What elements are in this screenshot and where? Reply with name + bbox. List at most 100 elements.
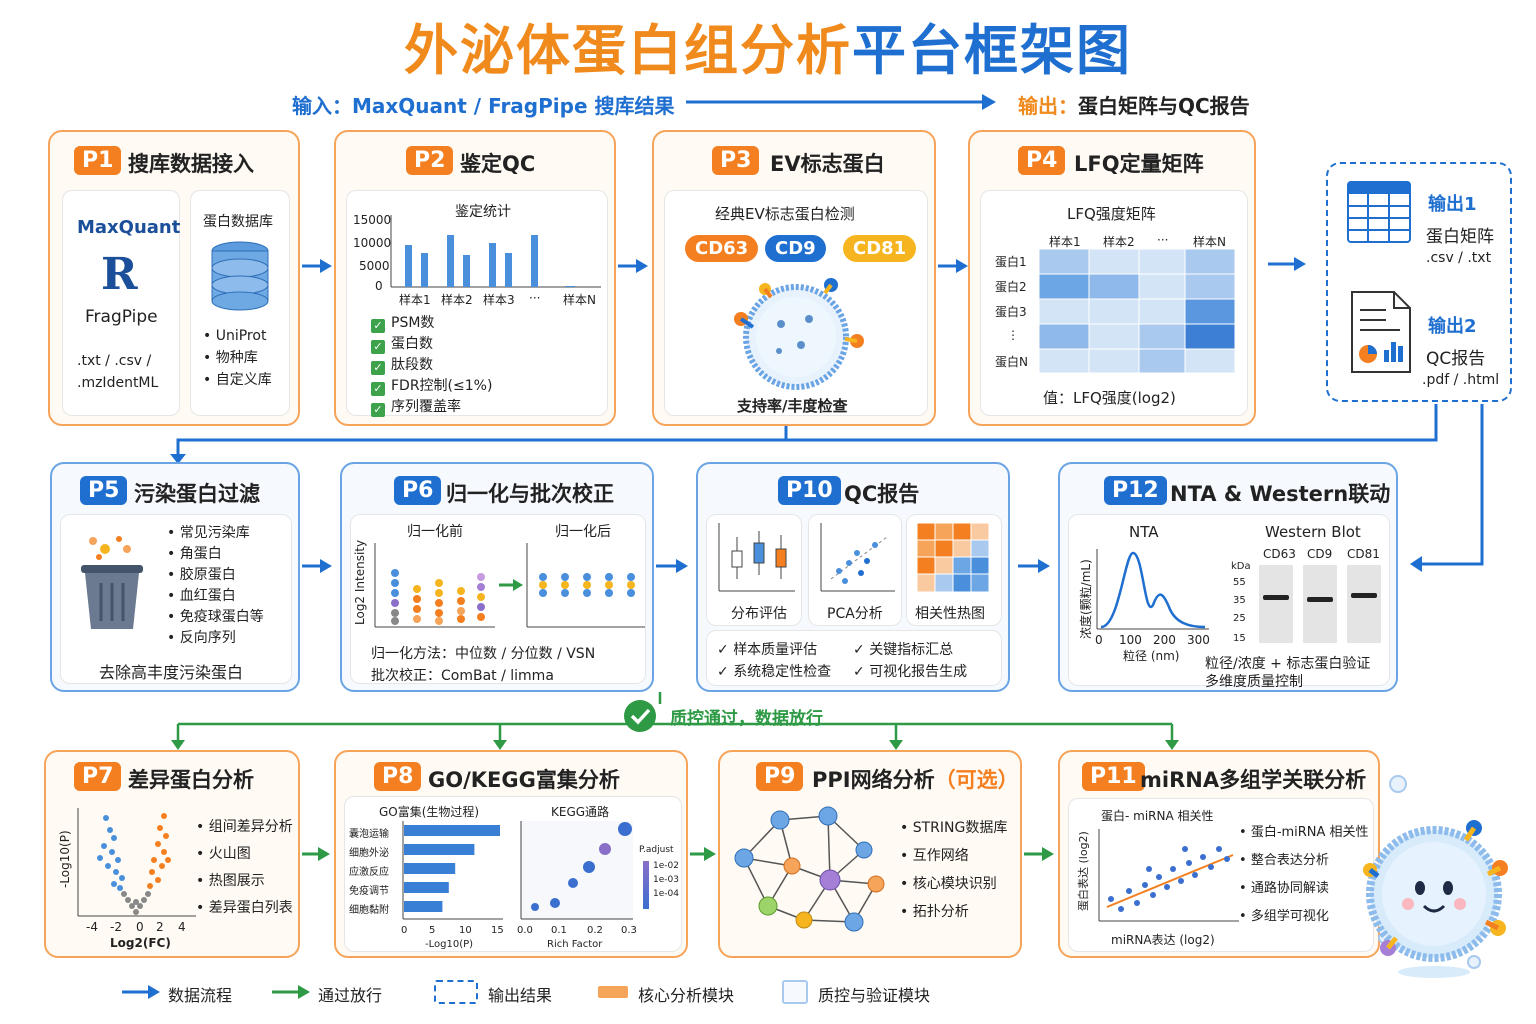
list-item: • 免疫球蛋白等 xyxy=(167,609,264,625)
check-icon: ✓ xyxy=(717,642,734,658)
p11-list: • 蛋白-miRNA 相关性 • 整合表达分析 • 通路协同解读 • 多组学可视… xyxy=(1239,819,1369,931)
p9-list: • STRING数据库 • 互作网络 • 核心模块识别 • 拓扑分析 xyxy=(900,814,1007,926)
kda-tick: 35 xyxy=(1233,595,1246,606)
plot-label: 分布评估 xyxy=(731,606,787,622)
check-item: ✓PSM数 xyxy=(371,313,492,334)
card-p3: P3 EV标志蛋白 经典EV标志蛋白检测 CD63 CD9 CD81 支持率/丰… xyxy=(652,130,936,426)
list-item: • 互作网络 xyxy=(900,848,969,864)
go-term: 应激反应 xyxy=(349,867,389,878)
kda-tick: 15 xyxy=(1233,633,1246,644)
p10-heatmap-panel: 相关性热图 xyxy=(906,514,1002,626)
padj-label: P.adjust xyxy=(639,845,674,855)
p10-box-plot-panel: 分布评估 xyxy=(706,514,802,626)
p5-footer: 去除高丰度污染蛋白 xyxy=(99,663,244,682)
flow-arrow xyxy=(302,259,332,273)
kegg-dot xyxy=(531,903,539,911)
legend-core-swatch xyxy=(598,986,628,998)
go-bar xyxy=(404,825,500,836)
wb-label: Western Blot xyxy=(1265,523,1361,541)
p6-method: 归一化方法：中位数 / 分位数 / VSN xyxy=(371,646,596,662)
trash-bin-icon xyxy=(81,536,143,629)
legend-data-flow: 数据流程 xyxy=(168,986,233,1005)
volcano-xtick: 0 xyxy=(136,920,144,934)
kegg-dot xyxy=(599,843,611,855)
after-dots xyxy=(539,573,635,597)
western-blot-lanes xyxy=(1259,565,1381,643)
database-icon xyxy=(211,241,269,311)
list-item: • 血红蛋白 xyxy=(167,588,236,604)
badge-p10: P10 xyxy=(778,476,841,505)
check-item: ✓ 可视化报告生成 xyxy=(853,664,968,680)
check-item: ✓ 关键指标汇总 xyxy=(853,642,954,658)
p11-panel: 蛋白- miRNA 相关性 蛋白表达 (log2) miRNA表达 (log2)… xyxy=(1068,798,1374,952)
volcano-xtick: -2 xyxy=(110,920,122,934)
p8-panel: GO富集(生物过程) KEGG通路 囊泡运输 细胞外泌 应激反应 免疫调节 细胞… xyxy=(344,796,682,952)
bar xyxy=(405,245,412,287)
p1-db-panel: 蛋白数据库 • UniProt • 物种库 • 自定义库 xyxy=(190,190,290,416)
p6-panel: 归一化前 归一化后 Log2 Intensity 归一化方法：中位数 / 分位 xyxy=(350,514,646,684)
badge-p12: P12 xyxy=(1104,476,1167,505)
io-arrow xyxy=(686,94,996,110)
p6-before-label: 归一化前 xyxy=(407,524,463,540)
p10-title: QC报告 xyxy=(844,482,920,506)
flow-arrow xyxy=(690,847,716,861)
badge-p9: P9 xyxy=(756,762,804,791)
check-icon: ✓ xyxy=(371,340,385,354)
p6-title: 归一化与批次校正 xyxy=(446,482,614,506)
list-item: • 蛋白-miRNA 相关性 xyxy=(1239,825,1369,840)
wb-col: CD81 xyxy=(1347,547,1380,561)
p4-col: 样本N xyxy=(1193,235,1226,249)
card-p8: P8 GO/KEGG富集分析 GO富集(生物过程) KEGG通路 囊泡运输 细胞… xyxy=(334,750,688,958)
volcano-ylabel: -Log10(P) xyxy=(58,830,72,888)
p2-ytick: 15000 xyxy=(353,213,392,227)
p2-ytick: 5000 xyxy=(359,259,390,273)
flow-arrow xyxy=(938,259,968,273)
kegg-xtick: 0.3 xyxy=(621,925,637,936)
marker-cd9: CD9 xyxy=(765,235,826,262)
list-item: • 反向序列 xyxy=(167,630,236,646)
go-xtick: 15 xyxy=(491,925,504,936)
ppi-node xyxy=(734,848,754,868)
list-item: • 常见污染库 xyxy=(167,525,250,541)
p3-panel: 经典EV标志蛋白检测 CD63 CD9 CD81 支持率/丰度检查 xyxy=(664,190,928,416)
kda-tick: 55 xyxy=(1233,577,1246,588)
db-item: • UniProt xyxy=(203,328,267,344)
kegg-dot xyxy=(583,861,595,873)
badge-p4: P4 xyxy=(1018,146,1066,175)
p10-checks-panel: ✓ 样本质量评估 ✓ 关键指标汇总 ✓ 系统稳定性检查 ✓ 可视化报告生成 xyxy=(706,630,1002,686)
p5-title: 污染蛋白过滤 xyxy=(134,482,260,506)
output2-label: 输出2 xyxy=(1428,316,1477,337)
p11-xlabel: miRNA表达 (log2) xyxy=(1111,933,1215,947)
p2-title: 鉴定QC xyxy=(460,152,536,176)
p4-col: 样本1 xyxy=(1049,235,1081,249)
list-item: • 差异蛋白列表 xyxy=(196,900,293,916)
padj-tick: 1e-03 xyxy=(653,875,679,885)
list-item: • 通路协同解读 xyxy=(1239,881,1329,896)
badge-p6: P6 xyxy=(394,476,442,505)
p9-title: PPI网络分析（可选） xyxy=(812,768,1019,792)
ppi-node xyxy=(855,841,873,859)
p12-panel: NTA Western Blot 浓度(颗粒/mL) 0 100 200 300… xyxy=(1068,514,1390,690)
p3-title: EV标志蛋白 xyxy=(770,152,885,176)
list-item: • 拓扑分析 xyxy=(900,904,969,920)
badge-p5: P5 xyxy=(80,476,128,505)
badge-p3: P3 xyxy=(712,146,760,175)
ppi-node xyxy=(758,896,778,916)
output1-format: .csv / .txt xyxy=(1426,250,1492,266)
check-item: ✓序列覆盖率 xyxy=(371,397,492,418)
list-item: • 胶原蛋白 xyxy=(167,567,236,583)
p12-footer2: 多维度质量控制 xyxy=(1205,674,1303,690)
db-items: • UniProt • 物种库 • 自定义库 xyxy=(203,325,272,391)
p2-xlabel: 样本2 xyxy=(441,293,473,307)
db-title: 蛋白数据库 xyxy=(203,214,273,230)
maxquant-label: MaxQuant xyxy=(77,217,181,238)
ppi-node xyxy=(844,912,864,932)
padj-tick: 1e-04 xyxy=(653,889,679,899)
output1-label: 输出1 xyxy=(1428,194,1477,215)
db-item: • 物种库 xyxy=(203,350,258,366)
legend-qc-swatch xyxy=(782,980,808,1004)
card-p6: P6 归一化与批次校正 归一化前 归一化后 Log2 Intensity xyxy=(340,462,654,692)
flow-arrow xyxy=(1024,847,1054,861)
flow-arrow xyxy=(1268,257,1306,271)
bar xyxy=(505,253,512,287)
